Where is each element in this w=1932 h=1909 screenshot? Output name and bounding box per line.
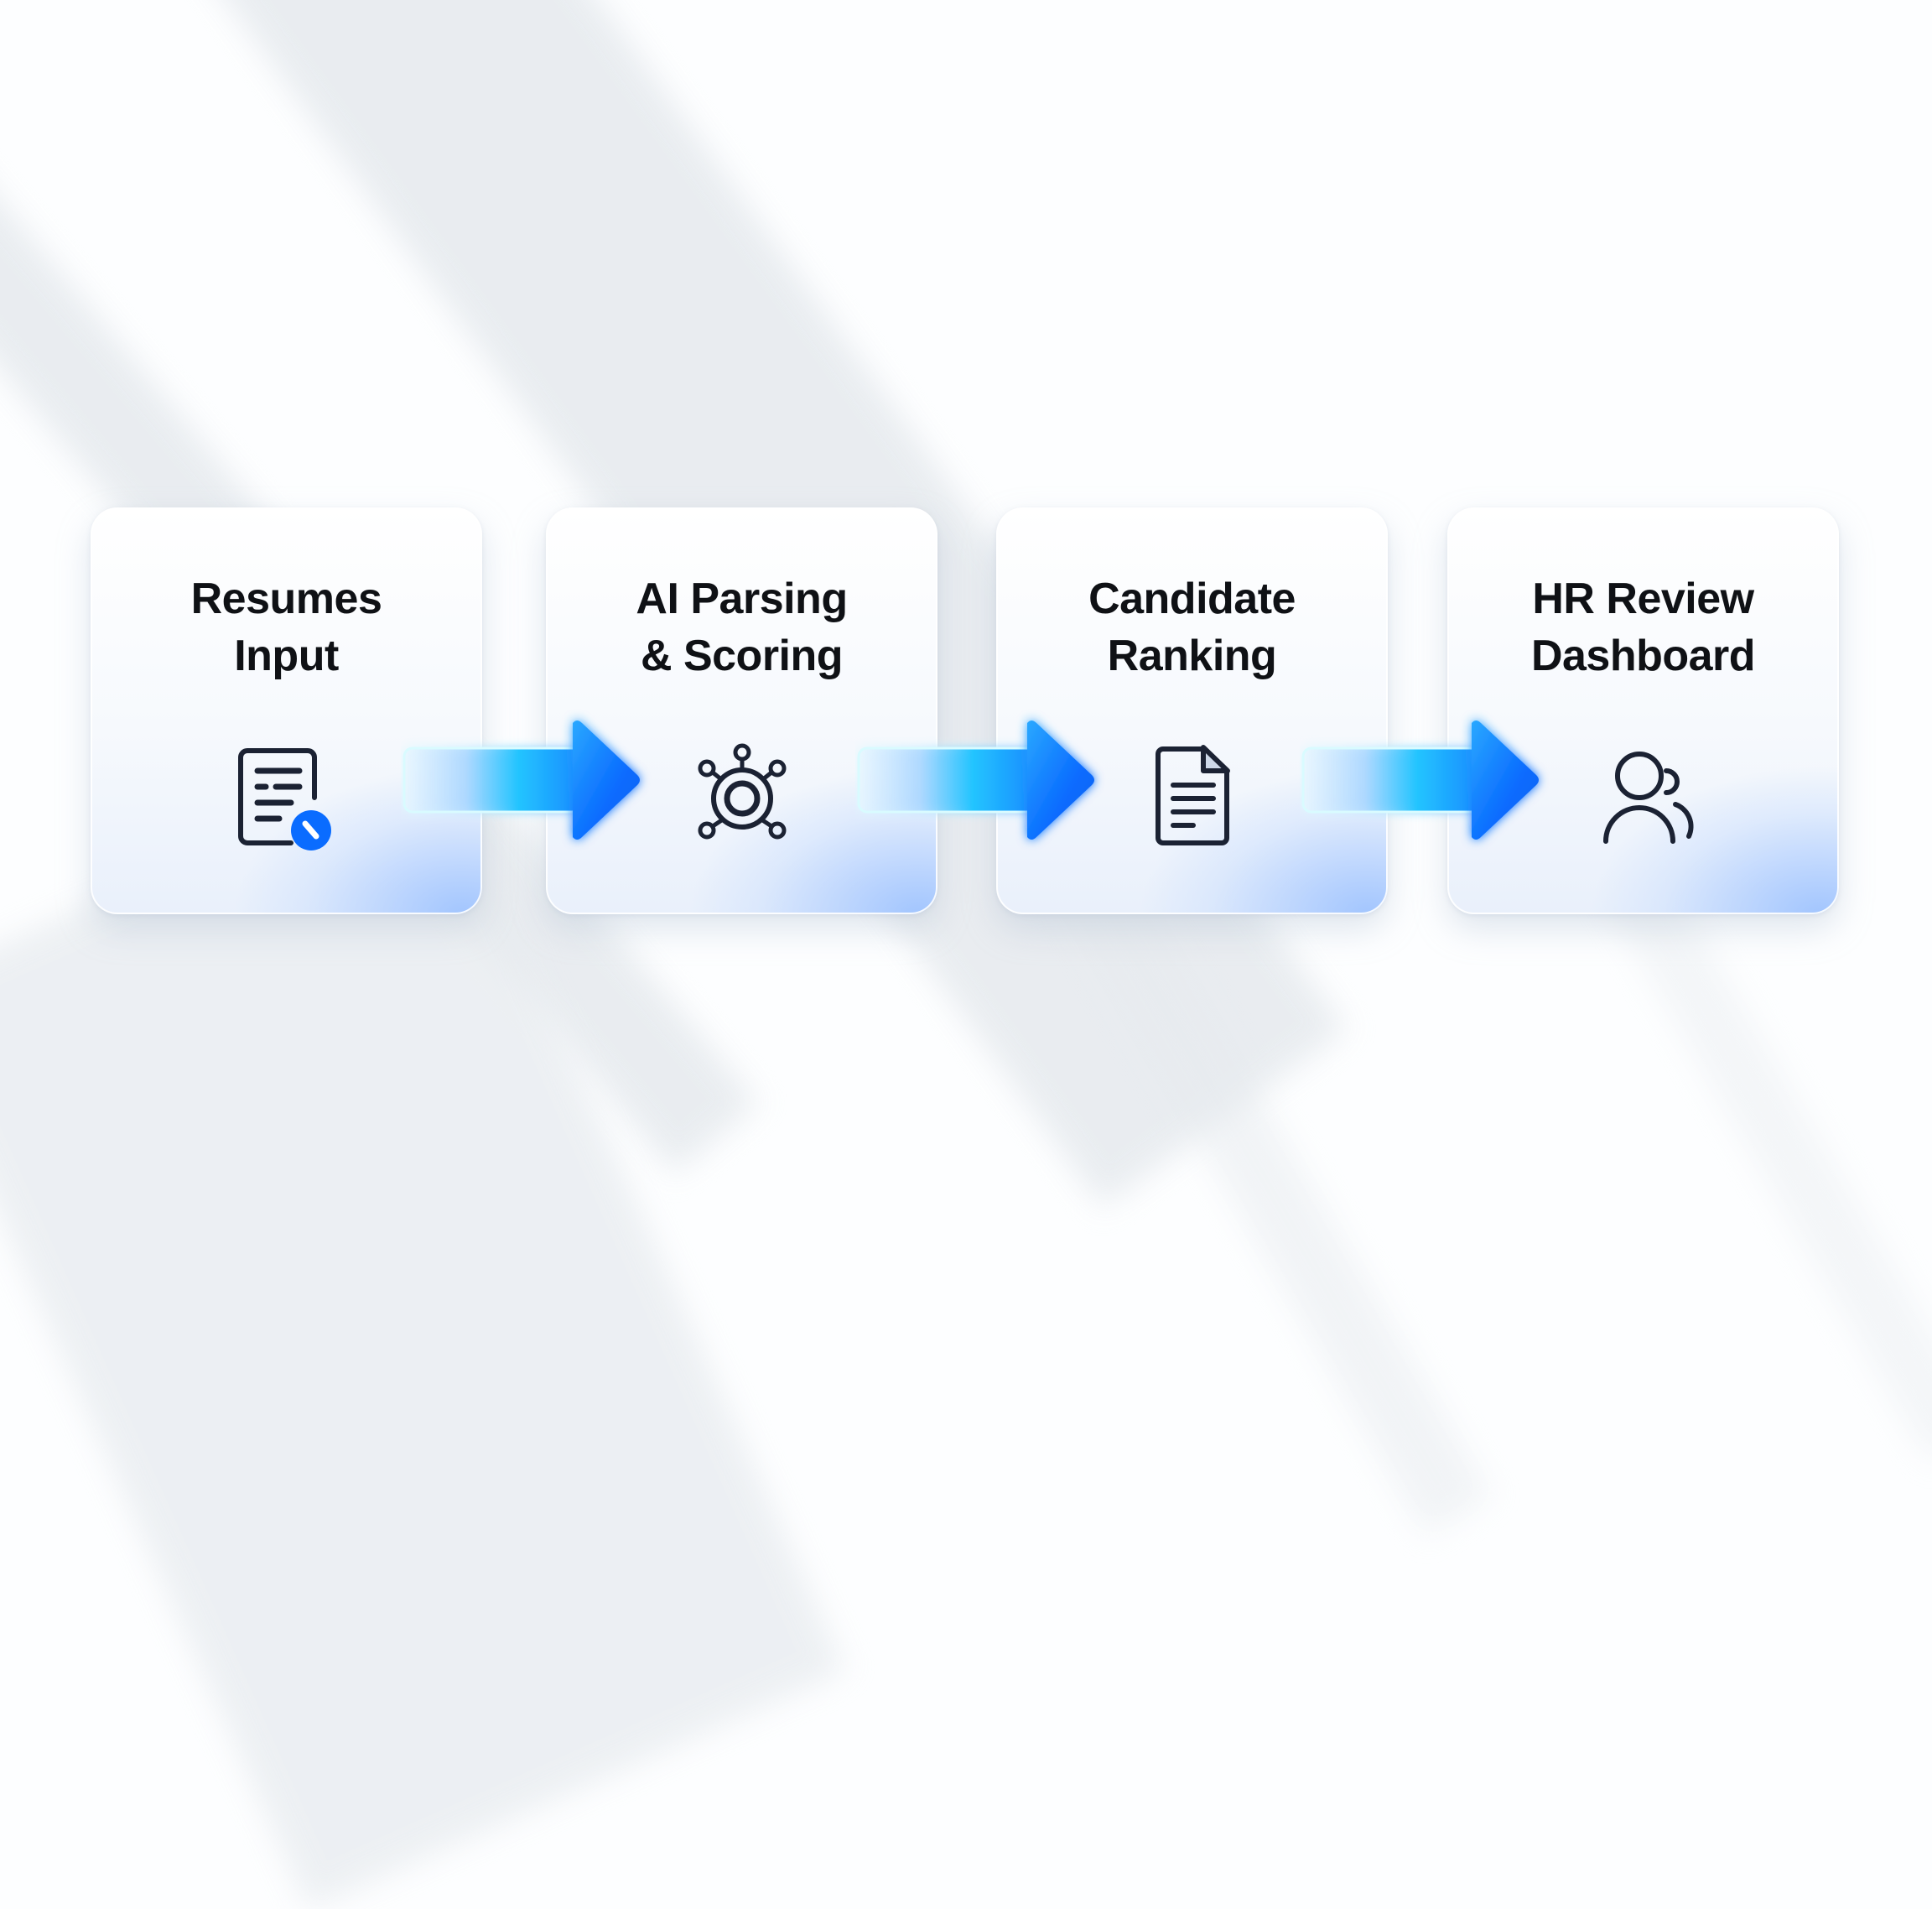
flow-arrow-1 bbox=[401, 705, 652, 856]
shadow-stripe bbox=[1593, 847, 1932, 1462]
step-title-line: Dashboard bbox=[1530, 632, 1756, 680]
resume-document-icon bbox=[224, 734, 350, 860]
arrow-right-icon bbox=[857, 720, 1094, 840]
step-title-line: Candidate bbox=[1088, 575, 1296, 623]
step-card-resumes-input: Resumes Input bbox=[91, 507, 482, 914]
shadow-stripe bbox=[0, 751, 845, 1909]
ai-network-icon bbox=[679, 734, 805, 860]
flow-arrow-3 bbox=[1300, 705, 1551, 856]
flow-arrow-2 bbox=[855, 705, 1107, 856]
step-title-line: HR Review bbox=[1532, 575, 1754, 623]
step-title: Resumes Input bbox=[91, 570, 482, 684]
step-title-line: & Scoring bbox=[640, 632, 844, 680]
document-list-icon bbox=[1130, 734, 1255, 860]
arrow-right-icon bbox=[402, 720, 640, 840]
users-icon bbox=[1581, 734, 1706, 860]
step-title: HR Review Dashboard bbox=[1447, 570, 1839, 684]
step-card-candidate-ranking: Candidate Ranking bbox=[996, 507, 1388, 914]
step-card-hr-review-dashboard: HR Review Dashboard bbox=[1447, 507, 1839, 914]
step-title-line: Input bbox=[234, 632, 339, 680]
arrow-right-icon bbox=[1301, 720, 1539, 840]
step-title-line: AI Parsing bbox=[636, 575, 848, 623]
step-title-line: Ranking bbox=[1107, 632, 1277, 680]
shadow-stripe bbox=[1048, 843, 1491, 1535]
step-title: Candidate Ranking bbox=[996, 570, 1388, 684]
step-title: AI Parsing & Scoring bbox=[546, 570, 937, 684]
step-card-ai-parsing-scoring: AI Parsing & Scoring bbox=[546, 507, 937, 914]
step-title-line: Resumes bbox=[190, 575, 382, 623]
